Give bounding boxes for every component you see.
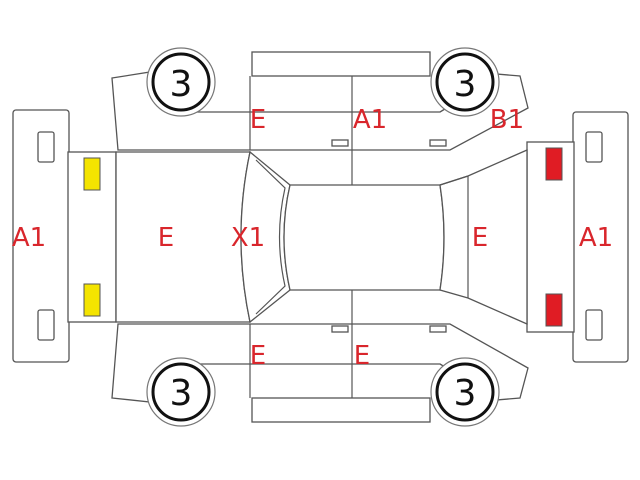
- mark-rear-right-door: E: [354, 341, 370, 371]
- front-left-light: [83, 157, 101, 191]
- mark-tailgate: E: [472, 223, 488, 253]
- tire-rear-right-number: 3: [454, 373, 477, 414]
- rear-panel: [526, 141, 575, 333]
- tire-front-left-number: 3: [170, 64, 193, 105]
- roof: [283, 184, 445, 291]
- tire-front-left: 3: [146, 47, 216, 117]
- mark-hood: E: [158, 223, 174, 253]
- mark-front-left-fender: E: [250, 105, 266, 135]
- mark-rear-left-quarter: B1: [490, 105, 524, 135]
- mark-windshield: X1: [231, 223, 265, 253]
- tailgate: [439, 149, 528, 325]
- mark-rear-left-door: A1: [353, 105, 387, 135]
- tire-rear-right: 3: [430, 357, 500, 427]
- front-right-light: [83, 283, 101, 317]
- left-side-body: [111, 51, 529, 185]
- tire-front-right-number: 3: [170, 373, 193, 414]
- mark-front-bumper: A1: [12, 223, 46, 253]
- tire-front-right: 3: [146, 357, 216, 427]
- front-panel: [67, 151, 117, 323]
- mark-front-right-fender: E: [250, 341, 266, 371]
- rear-left-light: [545, 147, 563, 181]
- rear-right-light: [545, 293, 563, 327]
- mark-rear-bumper: A1: [579, 223, 613, 253]
- rear-bumper: [572, 111, 629, 363]
- tire-rear-left: 3: [430, 47, 500, 117]
- tire-rear-left-number: 3: [454, 64, 477, 105]
